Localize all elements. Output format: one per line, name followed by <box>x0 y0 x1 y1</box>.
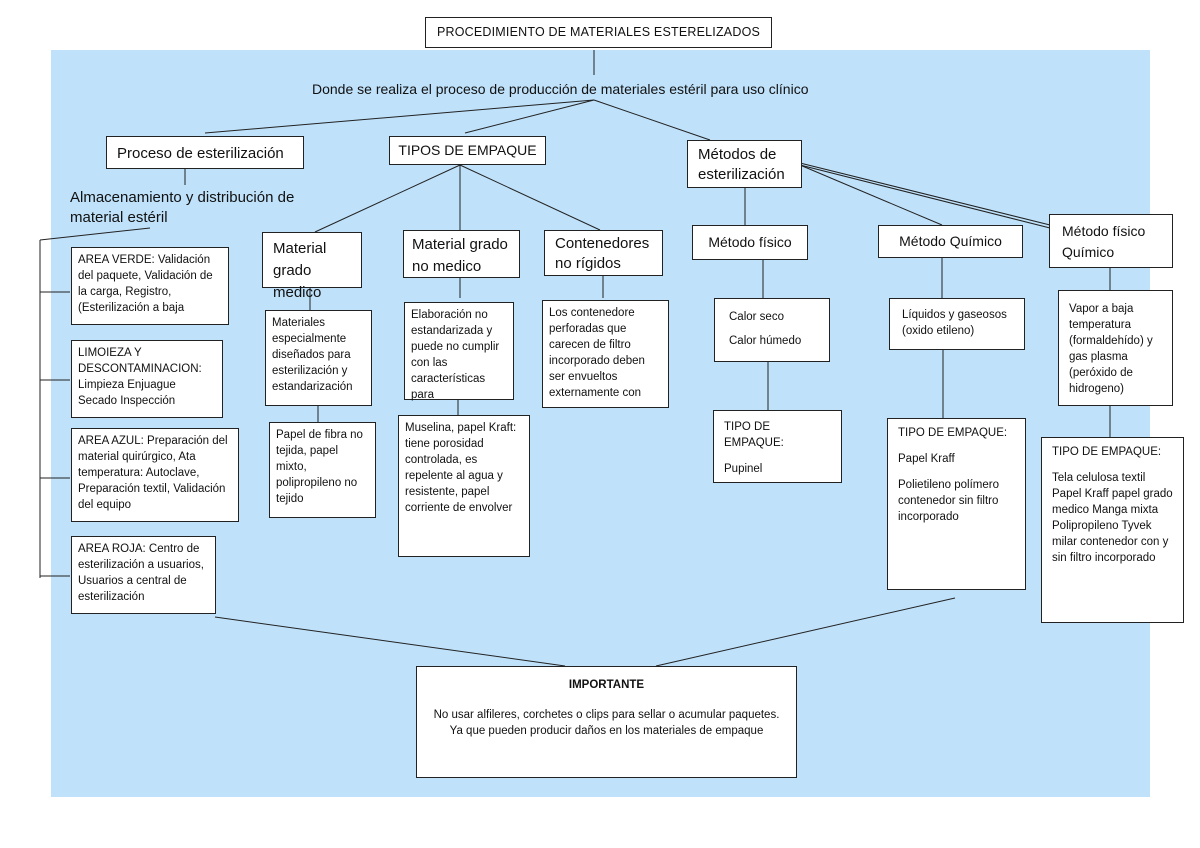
fisico-empaque-title: TIPO DE EMPAQUE: <box>724 421 784 449</box>
fisico-quimico-desc-box: Vapor a baja temperatura (formaldehído) … <box>1058 290 1173 406</box>
no-medico-ejemplos-box: Muselina, papel Kraft: tiene porosidad c… <box>398 415 530 557</box>
quimico-desc: Líquidos y gaseosos (oxido etileno) <box>902 309 1007 337</box>
grado-medico-desc: Materiales especialmente diseñados para … <box>272 317 353 393</box>
grado-medico-desc-box: Materiales especialmente diseñados para … <box>265 310 372 406</box>
contenedores-desc: Los contenedore perforadas que carecen d… <box>549 307 645 399</box>
proceso-label: Proceso de esterilización <box>117 145 284 162</box>
area-verde-text: AREA VERDE: Validación del paquete, Vali… <box>78 254 213 314</box>
area-roja-box: AREA ROJA: Centro de esterilización a us… <box>71 536 216 614</box>
quimico-empaque-title: TIPO DE EMPAQUE: <box>898 427 1008 439</box>
grado-medico-label: Material grado medico <box>273 240 327 301</box>
area-azul-text: AREA AZUL: Preparación del material quir… <box>78 435 228 511</box>
description-text: Donde se realiza el proceso de producció… <box>312 81 809 97</box>
contenedores-node: Contenedores no rígidos <box>544 230 663 276</box>
fisico-quimico-empaque-text: Tela celulosa textil Papel Kraff papel g… <box>1052 472 1173 564</box>
importante-line2: Ya que pueden producir daños en los mate… <box>449 725 764 737</box>
area-verde-box: AREA VERDE: Validación del paquete, Vali… <box>71 247 229 325</box>
diagram-title-text: PROCEDIMIENTO DE MATERIALES ESTERELIZADO… <box>436 25 761 39</box>
tipos-node: TIPOS DE EMPAQUE <box>389 136 546 165</box>
fisico-label: Método físico <box>708 234 792 250</box>
metodos-label: Métodos de esterilización <box>698 146 785 183</box>
fisico-empaque-text: Pupinel <box>724 463 763 475</box>
calor-humedo: Calor húmedo <box>729 335 802 347</box>
limpieza-text: LIMOIEZA Y DESCONTAMINACION: Limpieza En… <box>78 347 202 407</box>
fisico-node: Método físico <box>692 225 808 260</box>
limpieza-box: LIMOIEZA Y DESCONTAMINACION: Limpieza En… <box>71 340 223 418</box>
quimico-empaque-1: Papel Kraff <box>898 453 955 465</box>
no-medico-desc-box: Elaboración no estandarizada y puede no … <box>404 302 514 401</box>
metodos-node: Métodos de esterilización <box>687 140 802 188</box>
contenedores-label: Contenedores no rígidos <box>555 235 650 272</box>
importante-line1: No usar alfileres, corchetes o clips par… <box>433 709 780 721</box>
fisico-empaque-box: TIPO DE EMPAQUE: Pupinel <box>713 410 842 483</box>
almacenamiento-text: Almacenamiento y distribución de materia… <box>70 189 295 226</box>
grado-medico-node: Material grado medico <box>262 232 362 301</box>
diagram-title: PROCEDIMIENTO DE MATERIALES ESTERELIZADO… <box>425 17 772 48</box>
fisico-items-box: Calor seco Calor húmedo <box>714 298 830 362</box>
fisico-quimico-empaque-box: TIPO DE EMPAQUE: Tela celulosa textil Pa… <box>1041 437 1184 623</box>
calor-seco: Calor seco <box>729 311 784 323</box>
quimico-empaque-2: Polietileno polímero contenedor sin filt… <box>898 479 1000 523</box>
contenedores-desc-box: Los contenedore perforadas que carecen d… <box>542 300 669 408</box>
fisico-quimico-desc: Vapor a baja temperatura (formaldehído) … <box>1069 303 1153 395</box>
no-medico-desc: Elaboración no estandarizada y puede no … <box>411 309 500 401</box>
proceso-node: Proceso de esterilización <box>106 136 304 169</box>
area-roja-text: AREA ROJA: Centro de esterilización a us… <box>78 543 204 603</box>
no-medico-ejemplos: Muselina, papel Kraft: tiene porosidad c… <box>405 422 517 514</box>
importante-title: IMPORTANTE <box>568 679 645 691</box>
area-azul-box: AREA AZUL: Preparación del material quir… <box>71 428 239 522</box>
quimico-desc-box: Líquidos y gaseosos (oxido etileno) <box>889 298 1025 350</box>
no-medico-label: Material grado no medico <box>412 236 508 275</box>
no-medico-node: Material grado no medico <box>403 230 520 278</box>
fisico-quimico-label: Método físico Químico <box>1062 223 1146 260</box>
importante-box: IMPORTANTE No usar alfileres, corchetes … <box>416 666 797 778</box>
quimico-label: Método Químico <box>899 233 1002 249</box>
quimico-empaque-box: TIPO DE EMPAQUE: Papel Kraff Polietileno… <box>887 418 1026 590</box>
fisico-quimico-node: Método físico Químico <box>1049 214 1173 268</box>
grado-medico-ejemplos-box: Papel de fibra no tejida, papel mixto, p… <box>269 422 376 518</box>
tipos-label: TIPOS DE EMPAQUE <box>398 142 537 158</box>
quimico-node: Método Químico <box>878 225 1023 258</box>
grado-medico-ejemplos: Papel de fibra no tejida, papel mixto, p… <box>276 429 363 505</box>
fisico-quimico-empaque-title: TIPO DE EMPAQUE: <box>1052 446 1162 458</box>
